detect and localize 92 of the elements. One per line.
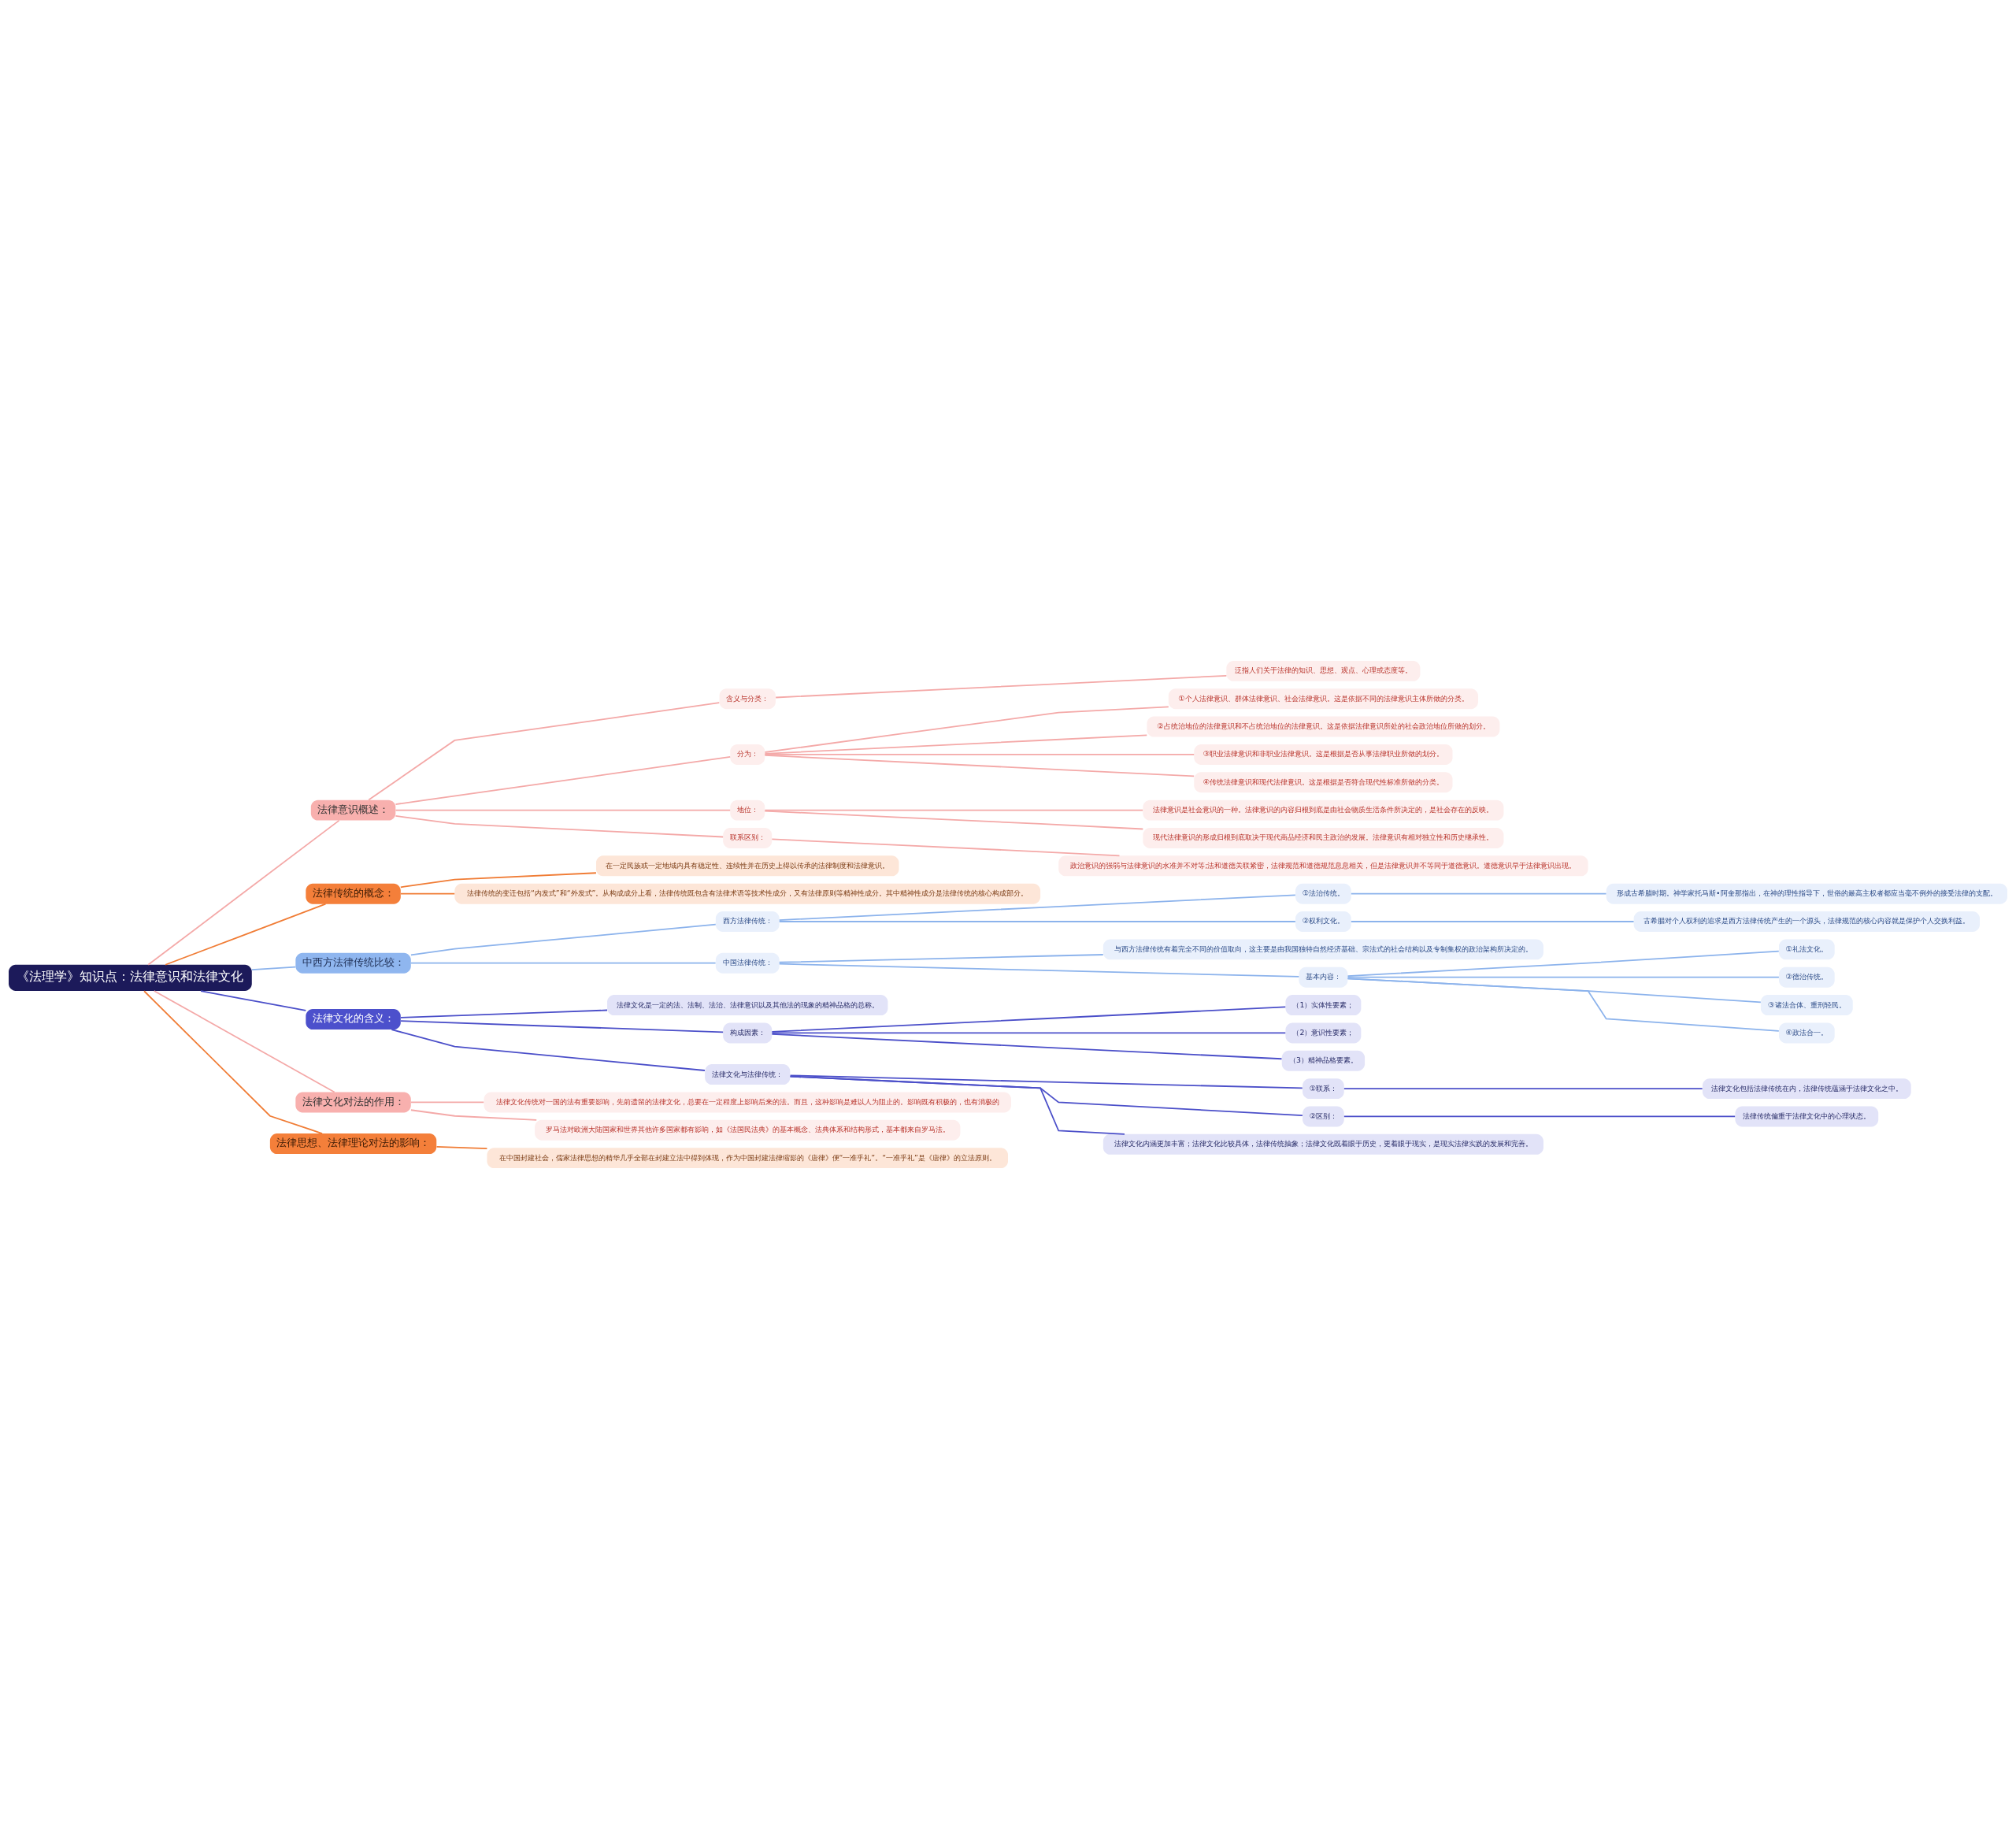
connector: [771, 838, 1121, 857]
connector: [1343, 1115, 1736, 1118]
connector: [775, 674, 1228, 699]
connector: [410, 962, 717, 964]
node-box: （1）实体性要素；: [1285, 995, 1362, 1016]
node-box: ①个人法律意识、群体法律意识、社会法律意识。这是依据不同的法律意识主体所做的分类。: [1168, 688, 1478, 710]
connector: [153, 990, 335, 1093]
node-box: 法律意识是社会意识的一种。法律意识的内容归根到底是由社会物质生活条件所决定的，是社会存在的反映。: [1143, 799, 1504, 821]
connector: [764, 734, 1148, 755]
node-box: 古希腊对个人权利的追求是西方法律传统产生的一个源头，法律规范的核心内容就是保护个人交换利益。: [1633, 911, 1980, 932]
node-box: 在一定民族或一定地域内具有稳定性、连续性并在历史上得以传承的法律制度和法律意识。: [595, 855, 899, 877]
node-box: 法律文化内涵更加丰富；法律文化比较具体，法律传统抽象；法律文化既着眼于历史，更着眼于现实，是现实法律实践的发展和完善。: [1102, 1133, 1544, 1155]
node-box: ④政法合一。: [1778, 1022, 1835, 1044]
node-box: 西方法律传统：: [715, 911, 780, 932]
connector: [410, 923, 717, 956]
node-box: （2）意识性要素；: [1285, 1022, 1362, 1044]
connector: [395, 809, 732, 811]
node-box: 法律文化与法律传统：: [705, 1064, 791, 1085]
connector: [400, 1020, 724, 1033]
node-box: 法律传统的概念：: [306, 883, 401, 904]
node-box: 《法理学》知识点：法律意识和法律文化: [9, 964, 252, 992]
connector: [1350, 921, 1635, 922]
node-box: 联系区别：: [723, 828, 773, 848]
node-box: 泛指人们关于法律的知识、思想、观点、心理或态度等。: [1226, 660, 1421, 681]
node-box: ②区别：: [1303, 1106, 1344, 1127]
node-box: 基本内容：: [1299, 966, 1348, 988]
node-box: 法律意识概述：: [310, 799, 396, 821]
node-box: ④传统法律意识和现代法律意识。这是根据是否符合现代性标准所做的分类。: [1194, 772, 1453, 793]
node-box: ②权利文化。: [1295, 911, 1351, 932]
node-box: 法律传统偏重于法律文化中的心理状态。: [1735, 1106, 1879, 1127]
connector: [1347, 950, 1780, 977]
node-box: 罗马法对欧洲大陆国家和世界其他许多国家都有影响，如《法国民法典》的基本概念、法典体系和结构形式，基本都来自罗马法。: [535, 1119, 961, 1141]
connector: [764, 706, 1169, 753]
node-box: 法律文化是一定的法、法制、法治、法律意识以及其他法的现象的精神品格的总称。: [607, 995, 888, 1016]
connector: [764, 754, 1195, 755]
connector: [400, 1009, 608, 1018]
node-box: ①法治传统。: [1295, 883, 1351, 904]
node-box: 法律文化传统对一国的法有重要影响，先前遗留的法律文化，总要在一定程度上影响后来的法。而且，这种影响是难以人为阻止的。影响既有积极的，也有消极的: [484, 1092, 1011, 1113]
connector: [789, 1075, 1303, 1116]
connector: [147, 819, 340, 966]
connector: [778, 894, 1296, 921]
connector: [143, 990, 323, 1134]
connector: [789, 1075, 1125, 1135]
node-box: 在中国封建社会，儒家法律思想的精华几乎全部在封建立法中得到体现，作为中国封建法律缩影的《唐律》便“一准乎礼”。“一准乎礼”是《唐律》的立法原则。: [487, 1148, 1008, 1169]
node-box: 法律思想、法律理论对法的影响：: [269, 1133, 437, 1155]
connector: [395, 814, 724, 838]
connector: [410, 1101, 485, 1104]
node-box: ①礼法文化。: [1778, 939, 1835, 960]
connector: [395, 756, 732, 805]
node-box: 法律文化的含义：: [306, 1009, 401, 1030]
node-box: 中国法律传统：: [715, 952, 780, 974]
node-box: 法律文化对法的作用：: [295, 1092, 411, 1113]
connector: [764, 809, 1144, 811]
connector: [771, 1032, 1287, 1034]
node-box: 含义与分类：: [719, 688, 776, 710]
node-box: 法律文化包括法律传统在内，法律传统蕴涵于法律文化之中。: [1702, 1078, 1911, 1100]
connector: [764, 755, 1195, 777]
connector: [399, 872, 597, 889]
connector: [400, 892, 456, 895]
connector: [1347, 976, 1780, 978]
connector: [435, 1146, 488, 1150]
node-box: 与西方法律传统有着完全不同的价值取向，这主要是由我国独特自然经济基础、宗法式的社会结构以及专制集权的政治架构所决定的。: [1102, 939, 1544, 960]
node-box: 分为：: [730, 744, 765, 765]
node-box: 形成古希腊时期。神学家托马斯•阿奎那指出，在神的理性指导下，世俗的最高主权者都应当毫不例外的接受法律的支配。: [1606, 883, 2007, 904]
node-box: ②德治传统。: [1778, 966, 1835, 988]
connector: [200, 990, 307, 1011]
node-box: ①联系：: [1303, 1078, 1344, 1100]
connector: [789, 1074, 1303, 1089]
connector: [778, 921, 1296, 922]
connector: [771, 1006, 1287, 1033]
node-box: （3）精神品格要素。: [1281, 1050, 1366, 1071]
node-box: ③诸法合体、重刑轻民。: [1760, 995, 1853, 1016]
connector: [1347, 978, 1780, 1032]
connector: [764, 810, 1144, 830]
connector: [778, 954, 1104, 963]
node-box: ③职业法律意识和非职业法律意识。这是根据是否从事法律职业所做的划分。: [1194, 744, 1453, 765]
connector: [368, 702, 721, 801]
connector: [1343, 1088, 1703, 1089]
connector: [1350, 892, 1607, 895]
node-box: 地位：: [730, 799, 765, 821]
connector: [165, 903, 327, 966]
connector: [410, 1109, 538, 1121]
connector: [391, 1029, 706, 1071]
node-box: 现代法律意识的形成归根到底取决于现代商品经济和民主政治的发展。法律意识有相对独立性和历史继承性。: [1143, 828, 1504, 848]
node-box: 政治意识的强弱与法律意识的水准并不对等;法和道德关联紧密，法律规范和道德规范息息相关，但是法律意识并不等同于道德意识。道德意识早于法律意识出现。: [1058, 855, 1588, 877]
node-box: ②占统治地位的法律意识和不占统治地位的法律意识。这是依据法律意识所处的社会政治地位所做的划分。: [1147, 716, 1500, 737]
connector: [771, 1033, 1283, 1060]
node-box: 中西方法律传统比较：: [295, 952, 411, 974]
connector: [251, 966, 296, 971]
node-box: 构成因素：: [723, 1022, 773, 1044]
connector: [778, 963, 1300, 978]
node-box: 法律传统的变迁包括“内发式”和“外发式”。从构成成分上看，法律传统既包含有法律术语等技术性成分，又有法律原则等精神性成分。其中精神性成分是法律传统的核心构成部分。: [454, 883, 1041, 904]
